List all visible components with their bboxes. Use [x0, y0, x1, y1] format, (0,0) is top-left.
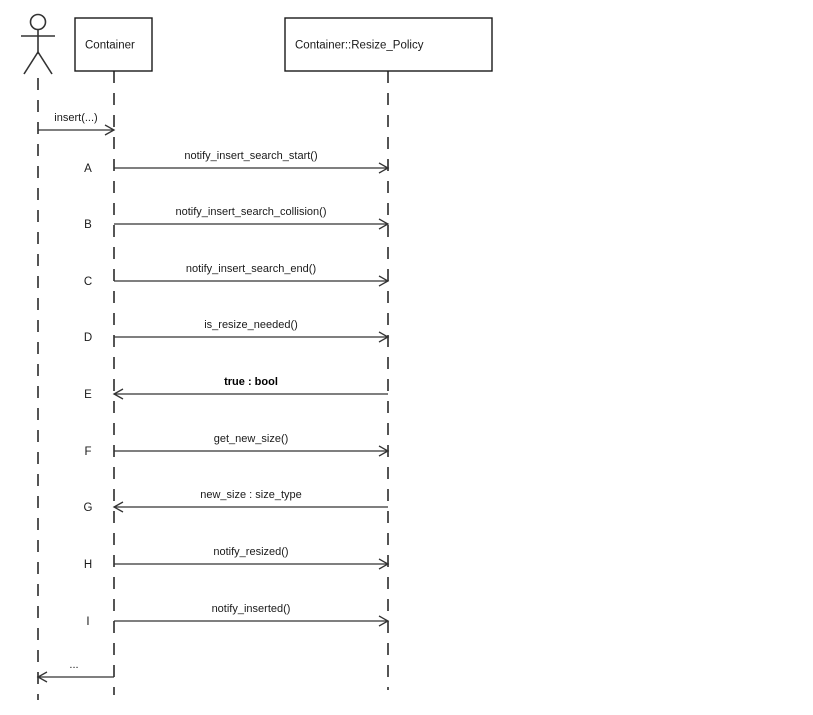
- message-x0[interactable]: insert(...): [38, 112, 116, 136]
- message-arrowhead-icon: [378, 275, 390, 287]
- participant-box-resize_policy[interactable]: [284, 17, 493, 72]
- message-label: is_resize_needed(): [204, 319, 298, 331]
- actor-head-icon: [29, 13, 47, 31]
- message-label: notify_resized(): [213, 546, 288, 558]
- message-label: ...: [69, 659, 78, 671]
- message-label: notify_insert_search_start(): [184, 150, 317, 162]
- message-arrowhead-icon: [378, 218, 390, 230]
- message-step-label: E: [84, 389, 92, 401]
- message-arrowhead-icon: [378, 445, 390, 457]
- message-h[interactable]: notify_resized() H: [84, 546, 390, 571]
- message-label: notify_inserted(): [212, 603, 291, 615]
- message-x10[interactable]: ...: [36, 659, 114, 683]
- message-step-label: B: [84, 219, 92, 231]
- message-c[interactable]: notify_insert_search_end() C: [84, 263, 390, 288]
- message-step-label: D: [84, 332, 92, 344]
- message-step-label: C: [84, 276, 92, 288]
- message-step-label: F: [84, 446, 91, 458]
- participant-box-container[interactable]: [74, 17, 153, 72]
- message-arrowhead-icon: [112, 388, 124, 400]
- actor-leg-left-icon: [23, 51, 39, 75]
- message-step-label: G: [84, 502, 93, 514]
- message-arrowhead-icon: [378, 162, 390, 174]
- message-label: get_new_size(): [214, 433, 289, 445]
- message-label: insert(...): [54, 112, 97, 124]
- lifelines-layer: [37, 71, 389, 700]
- message-step-label: A: [84, 163, 92, 175]
- actor-leg-right-icon: [37, 51, 53, 75]
- participant-label-container: Container: [85, 40, 135, 52]
- message-f[interactable]: get_new_size() F: [84, 433, 390, 458]
- message-arrowhead-icon: [378, 615, 390, 627]
- message-step-label: I: [86, 616, 89, 628]
- participant-boxes-layer: Container Container::Resize_Policy: [74, 17, 493, 72]
- actor-figure-layer: [21, 13, 55, 75]
- messages-layer: insert(...) notify_insert_search_start() A…: [36, 112, 390, 683]
- message-d[interactable]: is_resize_needed() D: [84, 319, 390, 344]
- message-step-label: H: [84, 559, 92, 571]
- message-label: new_size : size_type: [200, 489, 302, 501]
- message-label: notify_insert_search_end(): [186, 263, 316, 275]
- message-label: notify_insert_search_collision(): [175, 206, 326, 218]
- message-label: true : bool: [224, 376, 278, 388]
- message-b[interactable]: notify_insert_search_collision() B: [84, 206, 390, 231]
- message-arrowhead-icon: [378, 331, 390, 343]
- message-arrowhead-icon: [378, 558, 390, 570]
- message-arrowhead-icon: [112, 501, 124, 513]
- participant-label-resize_policy: Container::Resize_Policy: [295, 40, 424, 52]
- message-arrowhead-icon: [36, 671, 48, 683]
- message-a[interactable]: notify_insert_search_start() A: [84, 150, 390, 175]
- message-arrowhead-icon: [104, 124, 116, 136]
- message-i[interactable]: notify_inserted() I: [86, 603, 390, 628]
